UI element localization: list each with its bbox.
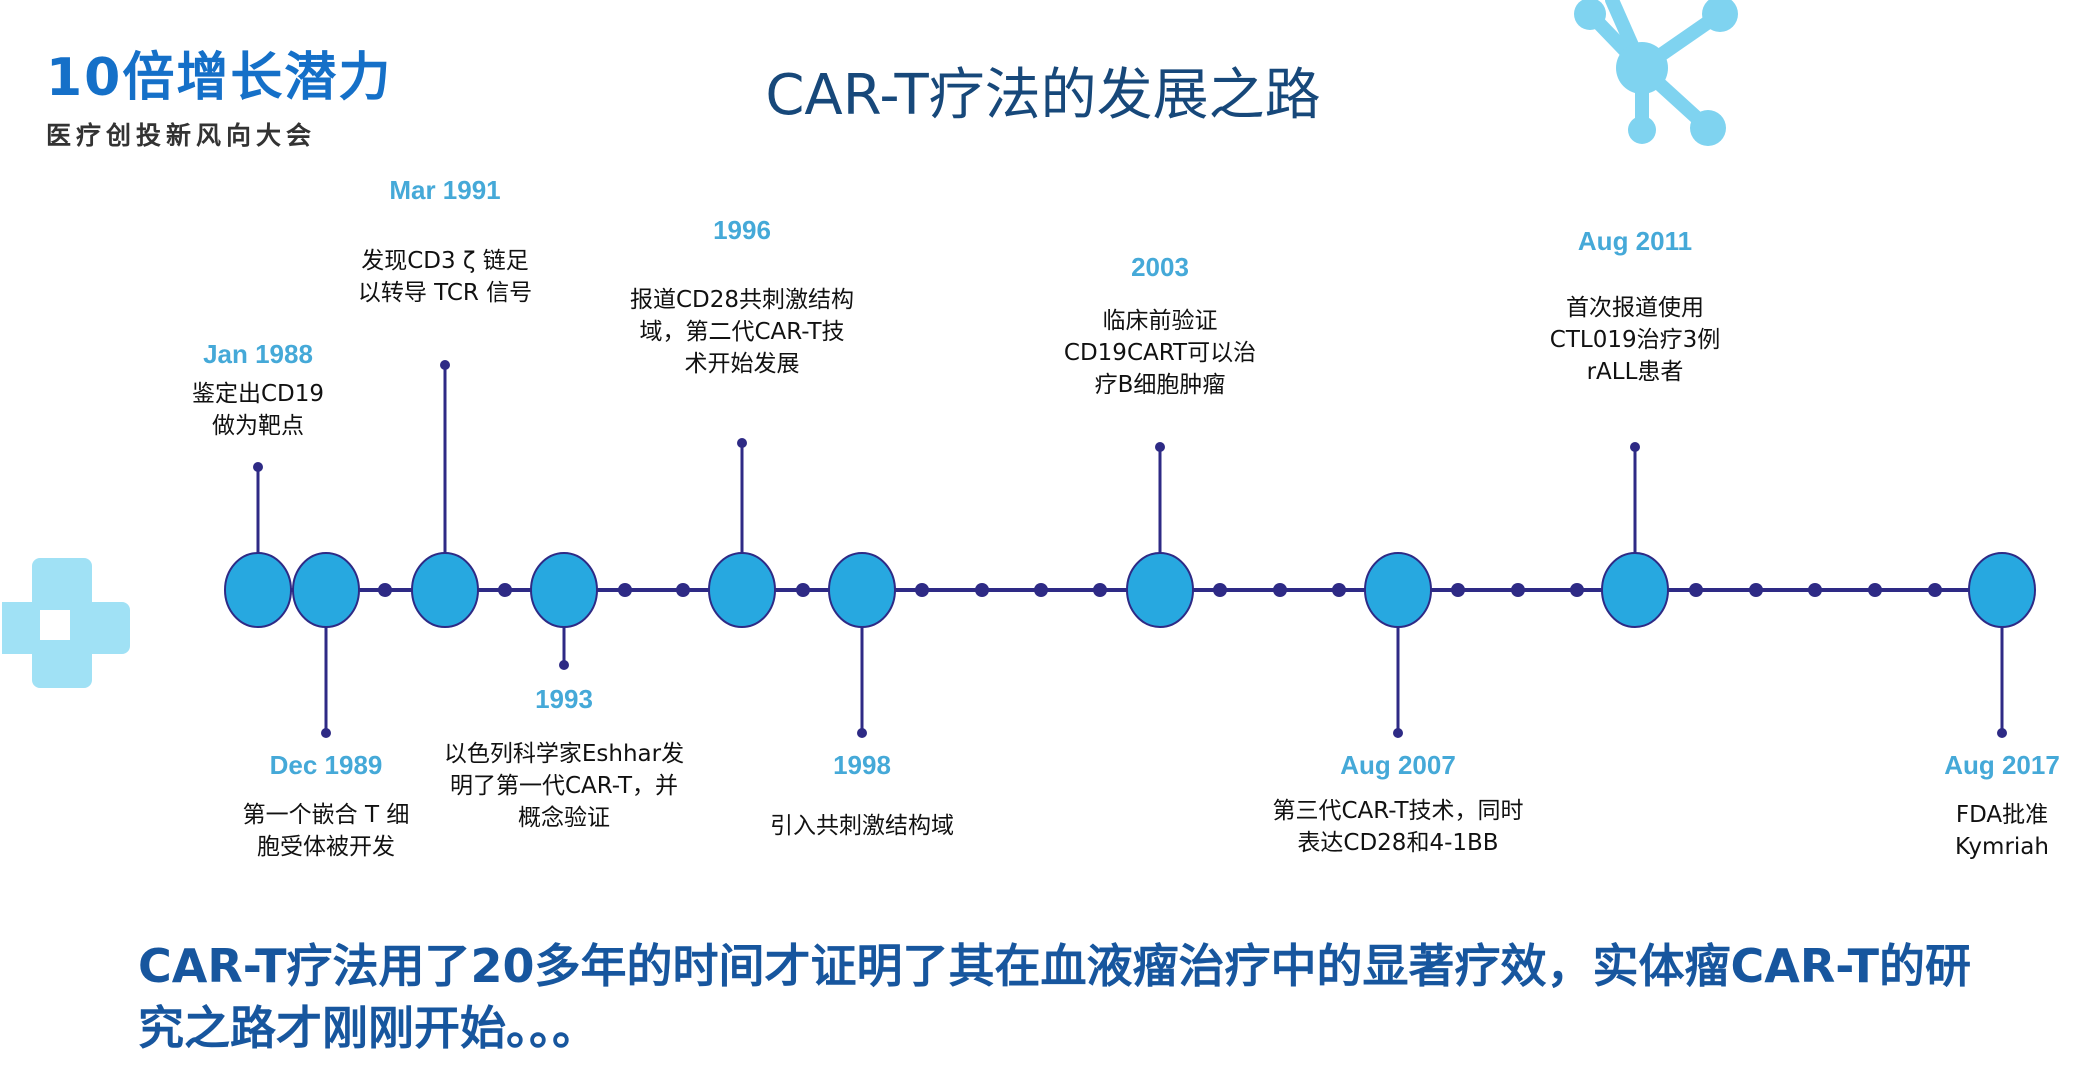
timeline-dot bbox=[1749, 583, 1763, 597]
timeline-dot bbox=[1570, 583, 1584, 597]
timeline-dot bbox=[1808, 583, 1822, 597]
timeline-dot bbox=[1093, 583, 1107, 597]
event-stem-end bbox=[857, 728, 867, 738]
timeline-dot bbox=[1213, 583, 1227, 597]
event-node bbox=[828, 552, 896, 628]
timeline-dot bbox=[1868, 583, 1882, 597]
event-date: Aug 2017 bbox=[1944, 750, 2060, 780]
event-stem-end bbox=[321, 728, 331, 738]
event-node bbox=[292, 552, 360, 628]
conclusion-text: CAR-T疗法用了20多年的时间才证明了其在血液瘤治疗中的显著疗效，实体瘤CAR… bbox=[138, 939, 1971, 1055]
event-stem-end bbox=[737, 438, 747, 448]
event-date: Aug 2011 bbox=[1577, 226, 1693, 256]
event-date: 1998 bbox=[833, 750, 891, 780]
page-title: CAR-T疗法的发展之路 bbox=[765, 63, 1321, 128]
event-date: 1993 bbox=[535, 684, 593, 714]
event-date: 1996 bbox=[713, 215, 771, 245]
event-stem-end bbox=[559, 660, 569, 670]
event-stem-end bbox=[1997, 728, 2007, 738]
event-node bbox=[224, 552, 292, 628]
event-node bbox=[708, 552, 776, 628]
event-node bbox=[411, 552, 479, 628]
event-description: 引入共刺激结构域 bbox=[770, 813, 954, 839]
timeline-dot bbox=[915, 583, 929, 597]
logo-subtitle: 医疗创投新风向大会 bbox=[46, 121, 317, 150]
molecule-icon bbox=[1574, 0, 1738, 146]
event-description: FDA批准 Kymriah bbox=[1955, 802, 2049, 860]
timeline-dot bbox=[1034, 583, 1048, 597]
event-date: 2003 bbox=[1131, 252, 1189, 282]
timeline-dot bbox=[1928, 583, 1942, 597]
event-description: 发现CD3 ζ 链足 以转导 TCR 信号 bbox=[357, 248, 533, 306]
timeline-dot bbox=[1332, 583, 1346, 597]
event-node bbox=[530, 552, 598, 628]
timeline-dot bbox=[498, 583, 512, 597]
timeline-dot bbox=[378, 583, 392, 597]
event-node bbox=[1968, 552, 2036, 628]
event-stem-end bbox=[253, 462, 263, 472]
event-description: 第一个嵌合 T 细 胞受体被开发 bbox=[242, 802, 410, 860]
timeline-dot bbox=[676, 583, 690, 597]
event-date: Mar 1991 bbox=[389, 175, 501, 205]
timeline-dot bbox=[618, 583, 632, 597]
event-description: 首次报道使用 CTL019治疗3例 rALL患者 bbox=[1549, 295, 1721, 385]
event-date: Jan 1988 bbox=[203, 339, 313, 369]
event-stem-end bbox=[1393, 728, 1403, 738]
timeline-dot bbox=[1451, 583, 1465, 597]
timeline-dot bbox=[975, 583, 989, 597]
event-description: 第三代CAR-T技术，同时 表达CD28和4-1BB bbox=[1272, 798, 1524, 856]
event-node bbox=[1601, 552, 1669, 628]
timeline-dot bbox=[1511, 583, 1525, 597]
event-node bbox=[1126, 552, 1194, 628]
event-description: 报道CD28共刺激结构 域，第二代CAR-T技 术开始发展 bbox=[629, 287, 855, 377]
medical-cross-icon bbox=[2, 558, 130, 688]
timeline-dot bbox=[796, 583, 810, 597]
timeline-dot bbox=[1689, 583, 1703, 597]
event-date: Dec 1989 bbox=[269, 750, 383, 780]
event-description: 以色列科学家Eshhar发 明了第一代CAR-T，并 概念验证 bbox=[443, 741, 685, 831]
event-description: 临床前验证 CD19CART可以治 疗B细胞肿瘤 bbox=[1063, 308, 1257, 398]
event-stem-end bbox=[1630, 442, 1640, 452]
event-stem-end bbox=[440, 360, 450, 370]
event-node bbox=[1364, 552, 1432, 628]
event-description: 鉴定出CD19 做为靶点 bbox=[191, 381, 325, 439]
logo-title: 10倍增长潜力 bbox=[46, 48, 393, 108]
event-date: Aug 2007 bbox=[1340, 750, 1456, 780]
timeline-dot bbox=[1273, 583, 1287, 597]
event-stem-end bbox=[1155, 442, 1165, 452]
